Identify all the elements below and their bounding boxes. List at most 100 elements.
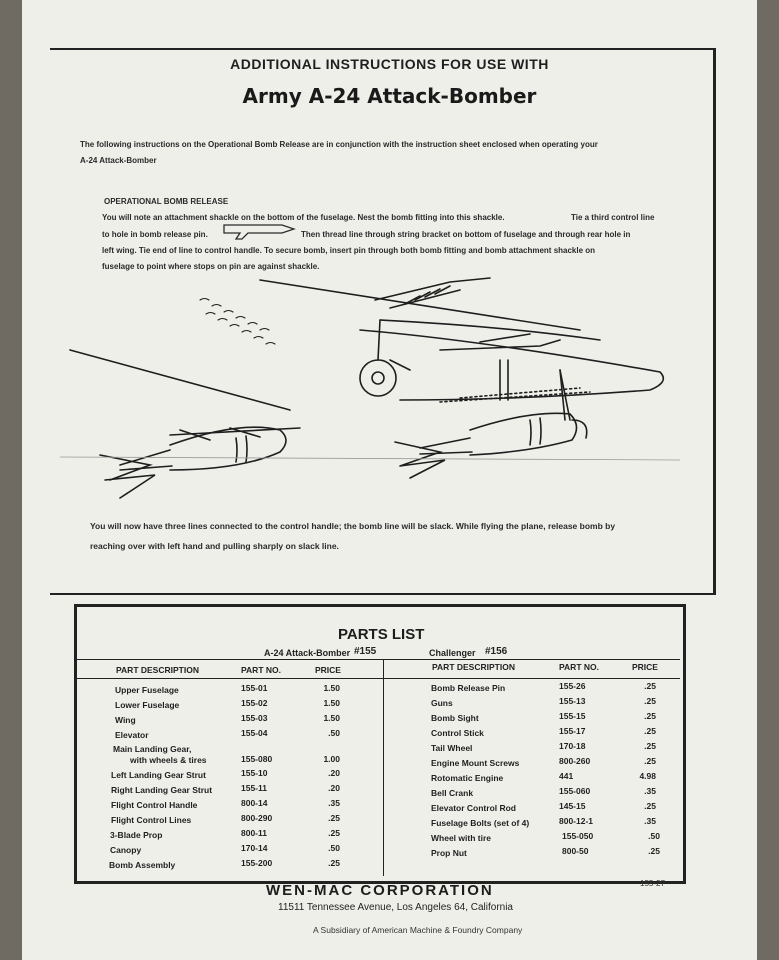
part-price: .25 (328, 828, 340, 838)
col-no-left: PART NO. (241, 665, 281, 675)
part-number: 170-18 (559, 741, 586, 751)
parts-header-rule-top (77, 659, 680, 660)
part-price: .20 (328, 768, 340, 778)
part-number: 155-13 (559, 696, 586, 706)
col-desc-right: PART DESCRIPTION (432, 662, 515, 672)
part-price: .35 (644, 816, 656, 826)
page-title: Army A-24 Attack-Bomber (242, 84, 537, 108)
part-price: .25 (644, 801, 656, 811)
part-number: 155-10 (241, 768, 268, 778)
part-desc: Fuselage Bolts (set of 4) (431, 818, 530, 828)
intro-line-2: A-24 Attack-Bomber (80, 156, 157, 165)
part-price: .25 (328, 858, 340, 868)
part-desc: Bomb Release Pin (431, 683, 506, 693)
closing-line-1: You will now have three lines connected … (90, 521, 616, 531)
part-price: .50 (328, 728, 340, 738)
release-line-1b: Tie a third control line (571, 213, 655, 222)
part-price: 1.50 (323, 698, 340, 708)
part-number: 800-14 (241, 798, 268, 808)
part-desc: Bomb Assembly (109, 860, 176, 870)
col-price-right: PRICE (632, 662, 658, 672)
closing-line-2: reaching over with left hand and pulling… (90, 541, 339, 551)
part-price: .25 (644, 756, 656, 766)
part-price: .20 (328, 783, 340, 793)
part-number: 155-04 (241, 728, 268, 738)
part-desc: 3-Blade Prop (110, 830, 163, 840)
part-number: 155-15 (559, 711, 586, 721)
part-desc: Lower Fuselage (115, 700, 180, 710)
intro-line-1: The following instructions on the Operat… (80, 140, 598, 149)
part-price: 4.98 (639, 771, 656, 781)
parts-header-rule-bottom (77, 678, 680, 679)
part-number: 800-50 (562, 846, 589, 856)
part-number: 145-15 (559, 801, 586, 811)
part-price: 1.50 (323, 683, 340, 693)
document-code: 155-27 (640, 879, 665, 888)
part-number: 155-11 (241, 783, 267, 793)
part-number: 155-03 (241, 713, 268, 723)
part-desc: Elevator (115, 730, 149, 740)
part-desc: Elevator Control Rod (431, 803, 517, 813)
part-desc: Flight Control Handle (111, 800, 198, 810)
part-desc: Wing (115, 715, 136, 725)
part-desc: Engine Mount Screws (431, 758, 520, 768)
part-desc: Bomb Sight (431, 713, 479, 723)
part-number: 800-12-1 (559, 816, 594, 826)
model-right-number: #156 (485, 646, 508, 657)
part-number: 800-11 (241, 828, 267, 838)
col-desc-left: PART DESCRIPTION (116, 665, 199, 675)
part-desc: Right Landing Gear Strut (111, 785, 213, 795)
part-desc: Bell Crank (431, 788, 474, 798)
part-price: .50 (648, 831, 660, 841)
part-desc: Prop Nut (431, 848, 467, 858)
model-right: Challenger (429, 648, 476, 658)
release-heading: OPERATIONAL BOMB RELEASE (104, 197, 229, 206)
release-line-3: left wing. Tie end of line to control ha… (102, 246, 596, 255)
part-price: .25 (644, 681, 656, 691)
company-address: 11511 Tennessee Avenue, Los Angeles 64, … (278, 902, 513, 913)
part-number: 170-14 (241, 843, 268, 853)
part-price: .25 (328, 813, 340, 823)
release-line-4: fuselage to point where stops on pin are… (102, 262, 320, 271)
release-line-2a: to hole in bomb release pin. (102, 230, 208, 239)
part-price: .35 (328, 798, 340, 808)
part-price: .25 (644, 741, 656, 751)
part-number: 155-080 (241, 754, 273, 764)
instruction-sheet (22, 0, 757, 960)
release-pin-icon (223, 224, 296, 240)
part-number: 155-060 (559, 786, 591, 796)
part-price: 1.50 (323, 713, 340, 723)
part-price: .25 (644, 711, 656, 721)
part-number: 800-290 (241, 813, 273, 823)
part-desc: Upper Fuselage (115, 685, 179, 695)
release-line-2b: Then thread line through string bracket … (301, 230, 631, 239)
header-line: ADDITIONAL INSTRUCTIONS FOR USE WITH (230, 56, 549, 72)
part-number: 800-260 (559, 756, 591, 766)
company-name: WEN-MAC CORPORATION (266, 882, 494, 899)
part-number: 155-17 (559, 726, 586, 736)
part-desc: Canopy (110, 845, 142, 855)
part-desc: Left Landing Gear Strut (111, 770, 206, 780)
part-price: .25 (644, 726, 656, 736)
part-number: 441 (559, 771, 574, 781)
model-left-number: #155 (354, 646, 377, 657)
parts-list-title: PARTS LIST (338, 626, 425, 643)
model-left: A-24 Attack-Bomber (264, 648, 351, 658)
part-desc: Wheel with tire (431, 833, 491, 843)
part-desc: Control Stick (431, 728, 484, 738)
part-price: .25 (644, 696, 656, 706)
subsidiary-note: A Subsidiary of American Machine & Found… (313, 925, 523, 935)
col-price-left: PRICE (315, 665, 341, 675)
part-number: 155-050 (562, 831, 594, 841)
part-desc: Guns (431, 698, 453, 708)
part-number: 155-02 (241, 698, 268, 708)
part-number: 155-01 (241, 683, 268, 693)
part-price: .50 (328, 843, 340, 853)
release-line-1a: You will note an attachment shackle on t… (102, 213, 505, 222)
part-desc: Tail Wheel (431, 743, 473, 753)
part-desc: Flight Control Lines (111, 815, 192, 825)
part-price: .35 (644, 786, 656, 796)
instructions-frame (50, 48, 716, 595)
part-number: 155-200 (241, 858, 273, 868)
part-number: 155-26 (559, 681, 586, 691)
